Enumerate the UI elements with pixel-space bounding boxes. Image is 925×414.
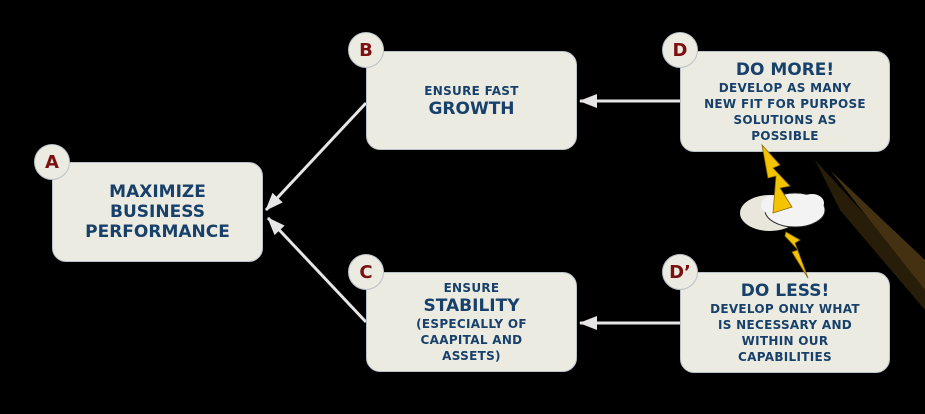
node-c-small-top: Ensure: [443, 281, 500, 295]
node-dprime-small: capabilities: [738, 349, 832, 364]
node-dprime-small: is necessary and: [717, 317, 853, 332]
arrow-c-to-a: [266, 216, 368, 324]
node-a-line: Maximize: [109, 182, 206, 202]
node-dprime-big: Do Less!: [740, 280, 830, 301]
node-a-maximize-performance: Maximize Business Performance: [52, 162, 263, 262]
node-a-line: Performance: [85, 222, 230, 242]
node-b-tag: B: [348, 32, 384, 68]
node-b-big: Growth: [428, 98, 515, 119]
node-c-stability: Ensure Stability (Especially of caapital…: [366, 272, 577, 372]
node-c-small: caapital and: [420, 333, 523, 347]
node-dprime-small: Develop only what: [710, 301, 860, 316]
node-b-small: Ensure Fast: [424, 83, 519, 98]
node-d-big: Do More!: [735, 59, 835, 80]
node-dprime-small: within our: [741, 333, 829, 348]
node-c-big: Stability: [423, 296, 520, 316]
node-d-do-more: Do More! Develop as many new fit for pur…: [680, 51, 890, 152]
node-c-small: (Especially of: [416, 317, 527, 331]
node-d-small: Develop as many: [718, 80, 852, 95]
node-d-tag: D: [662, 32, 698, 68]
node-a-line: Business: [110, 202, 205, 222]
branch-glow: [815, 160, 925, 310]
node-d-small: solutions as: [733, 112, 837, 127]
node-dprime-tag: D’: [662, 254, 698, 290]
lightning-icon: [761, 143, 809, 279]
arrow-b-to-a: [264, 101, 368, 212]
node-d-small: new fit for purpose: [704, 96, 866, 111]
node-c-tag: C: [348, 254, 384, 290]
node-c-small: assets): [442, 349, 501, 363]
node-a-tag: A: [34, 144, 70, 180]
node-d-small: possible: [751, 128, 819, 143]
node-b-fast-growth: Ensure Fast Growth: [366, 51, 577, 150]
node-dprime-do-less: Do Less! Develop only what is necessary …: [680, 272, 890, 373]
